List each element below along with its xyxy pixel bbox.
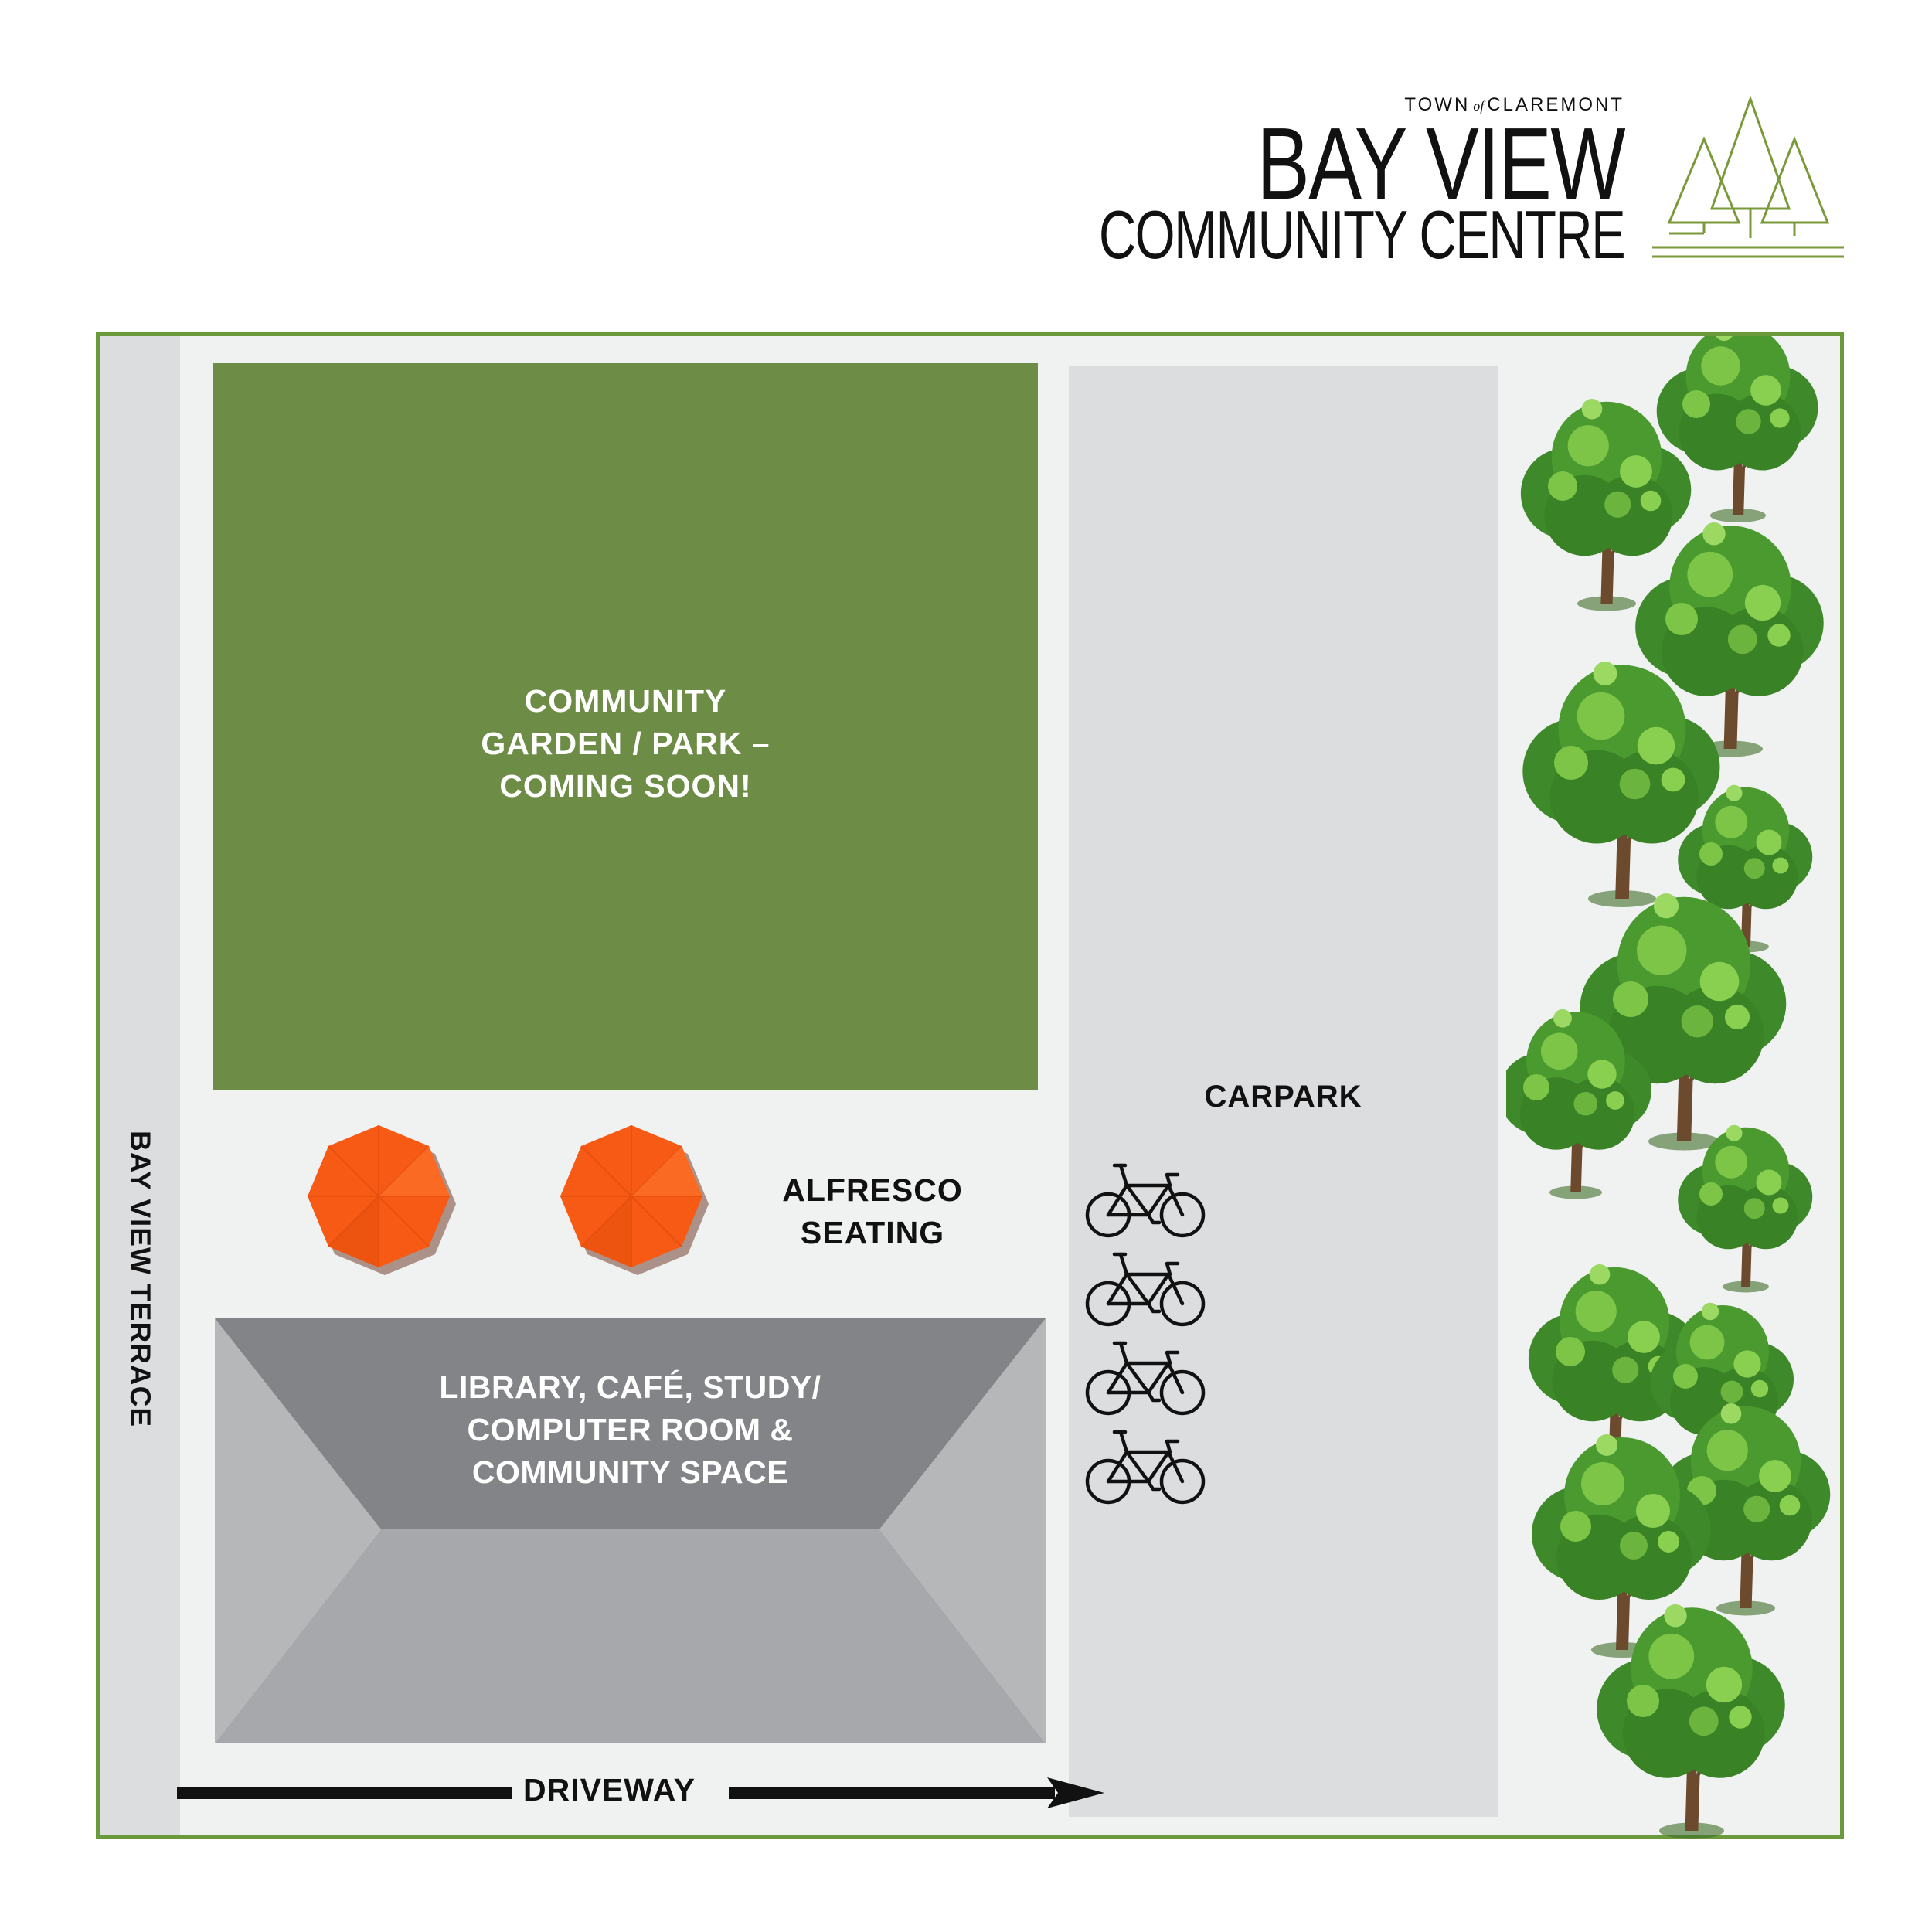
carpark: CARPARK xyxy=(1069,366,1498,1817)
bicycle-icon xyxy=(1085,1163,1206,1238)
alfresco-label-line: ALFRESCO xyxy=(782,1172,963,1208)
bicycle-icon xyxy=(1085,1252,1206,1327)
building-label-line: COMPUTER ROOM & xyxy=(467,1412,794,1447)
building-roof xyxy=(215,1318,1046,1743)
garden-label: COMMUNITY GARDEN / PARK – COMING SOON! xyxy=(213,680,1038,808)
bicycle-icon xyxy=(1085,1341,1206,1416)
alfresco-label-line: SEATING xyxy=(800,1215,945,1250)
driveway-label: DRIVEWAY xyxy=(523,1772,696,1808)
logo-town-of: of xyxy=(1473,98,1485,114)
logo-town-name: CLAREMONT xyxy=(1487,94,1624,115)
logo-title: BAY VIEW xyxy=(1257,107,1625,220)
site-plan: BAY VIEW TERRACE COMMUNITY GARDEN / PARK… xyxy=(96,332,1844,1839)
garden-label-line: COMING SOON! xyxy=(499,768,752,804)
tree-row xyxy=(1506,336,1831,1839)
bicycle-icon xyxy=(1085,1430,1206,1505)
tree-icon xyxy=(1678,1124,1813,1293)
garden-label-line: COMMUNITY xyxy=(524,683,727,719)
logo-town-prefix: TOWN xyxy=(1404,94,1471,115)
garden-label-line: GARDEN / PARK – xyxy=(481,726,770,761)
building-label-line: LIBRARY, CAFÉ, STUDY/ xyxy=(439,1369,821,1405)
driveway-arrow-icon xyxy=(177,1777,1104,1808)
carpark-label: CARPARK xyxy=(1204,1080,1362,1114)
umbrella-icon xyxy=(308,1125,456,1275)
building-label-line: COMMUNITY SPACE xyxy=(471,1454,789,1490)
logo-trees-icon xyxy=(1652,95,1844,258)
community-garden: COMMUNITY GARDEN / PARK – COMING SOON! xyxy=(213,363,1038,1090)
street-label: BAY VIEW TERRACE xyxy=(124,1130,156,1428)
community-centre-building: LIBRARY, CAFÉ, STUDY/ COMPUTER ROOM & CO… xyxy=(215,1318,1046,1743)
alfresco-seating-label: ALFRESCO SEATING xyxy=(757,1169,988,1254)
building-label: LIBRARY, CAFÉ, STUDY/ COMPUTER ROOM & CO… xyxy=(215,1366,1046,1494)
street-bay-view-terrace xyxy=(100,336,180,1835)
umbrella-icon xyxy=(560,1125,709,1275)
logo-subtitle: COMMUNITY CENTRE xyxy=(1098,196,1626,273)
